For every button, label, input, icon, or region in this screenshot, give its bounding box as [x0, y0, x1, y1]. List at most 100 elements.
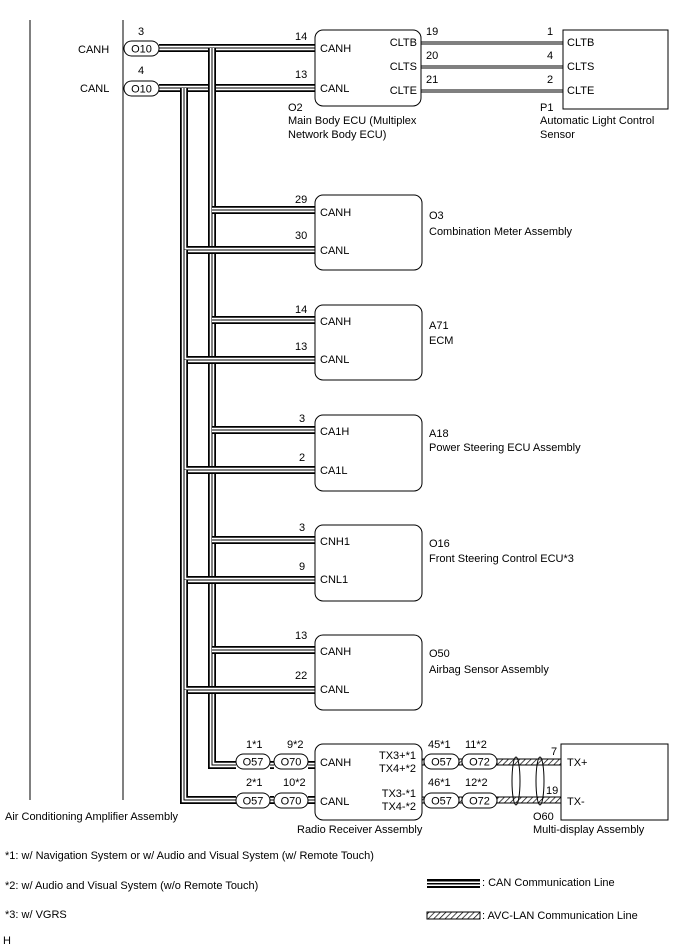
main-body-cltb: CLTB — [390, 37, 417, 49]
ecu-o50-code: O50 — [429, 648, 450, 660]
main-body-ecu: 14 13 CANH CANL CLTB CLTS CLTE O2 Main B… — [288, 29, 422, 141]
can-canl-a18 — [180, 360, 315, 474]
ecu-o3-l-pin: 30 — [295, 230, 307, 242]
ecu-a18-l-label: CA1L — [320, 465, 348, 477]
ecu-o16-l-pin: 9 — [299, 561, 305, 573]
twisted-pair-mark-1 — [511, 756, 521, 806]
can-canl-o16-inner — [181, 470, 315, 583]
light-control-sensor: CLTB CLTS CLTE P1 Automatic Light Contro… — [540, 29, 669, 141]
radio-left-conn-o57-top: O57 — [243, 757, 264, 769]
sensor-clts: CLTS — [567, 61, 594, 73]
amp-canh-pin: 3 — [138, 26, 144, 38]
legend-can-label: : CAN Communication Line — [482, 877, 615, 889]
multi-display-name: Multi-display Assembly — [533, 824, 645, 836]
ecu-o16-h-label: CNH1 — [320, 536, 350, 548]
ecu-a71-l-pin: 13 — [295, 341, 307, 353]
radio-right-conn-o72-top: O72 — [469, 757, 490, 769]
can-canl-o16-core — [183, 470, 315, 581]
ecu-o16: 3 9 CNH1 CNL1 O16 Front Steering Control… — [299, 522, 574, 602]
ecu-o50-l-pin: 22 — [295, 670, 307, 682]
amp-connector-o10-top: O10 — [123, 40, 160, 57]
can-canl-radio-core — [183, 690, 236, 801]
air-conditioning-amplifier — [29, 20, 124, 800]
radio-name: Radio Receiver Assembly — [297, 824, 423, 836]
multi-display-pin-top: 7 — [551, 746, 557, 758]
amplifier-name: Air Conditioning Amplifier Assembly — [5, 811, 179, 823]
main-body-canl-label: CANL — [320, 83, 349, 95]
main-body-code: O2 — [288, 102, 303, 114]
amp-canl-label: CANL — [80, 83, 109, 95]
ecu-a18-name: Power Steering ECU Assembly — [429, 442, 581, 454]
twisted-pair-mark-2 — [535, 756, 545, 806]
main-body-pin-21: 21 — [426, 74, 438, 86]
radio-left-conn-o70-bottom: O70 — [281, 796, 302, 808]
ecu-a18-l-pin: 2 — [299, 452, 305, 464]
can-canh-bus — [208, 48, 236, 769]
legend-avc-swatch — [426, 911, 481, 920]
ecu-o16-l-label: CNL1 — [320, 574, 348, 586]
radio-right-conn-o57-top: O57 — [431, 757, 452, 769]
ecu-o50-h-label: CANH — [320, 646, 351, 658]
legend-avc-label: : AVC-LAN Communication Line — [482, 910, 638, 922]
ecu-a71-code: A71 — [429, 320, 449, 332]
sensor-wires: 19 20 21 1 4 2 — [421, 26, 563, 93]
radio-right-pin-bot-2: 12*2 — [465, 777, 488, 789]
sensor-pin-4: 4 — [547, 50, 553, 62]
can-communication-lines — [159, 44, 315, 804]
sensor-pin-2: 2 — [547, 74, 553, 86]
avc-o72-display-bottom — [496, 796, 562, 804]
main-body-canh-label: CANH — [320, 43, 351, 55]
radio-right-pin-top-2: 11*2 — [465, 739, 487, 751]
radio-right-pin-bot-1: 46*1 — [428, 777, 451, 789]
ecu-a18-h-pin: 3 — [299, 413, 305, 425]
ecu-a18: 3 2 CA1H CA1L A18 Power Steering ECU Ass… — [299, 413, 581, 492]
can-canl-a18-core — [183, 360, 315, 471]
radio-left-connectors: 1*1 9*2 2*1 10*2 O57 O70 O57 O70 — [235, 739, 309, 809]
radio-receiver: CANH CANL TX3+*1 TX4+*2 TX3-*1 TX4-*2 Ra… — [297, 743, 423, 836]
main-body-name-line1: Main Body ECU (Multiplex — [288, 115, 417, 127]
multi-display-label-bottom: TX- — [567, 796, 585, 808]
radio-left-conn-o70-top: O70 — [281, 757, 302, 769]
radio-right-connectors: 45*1 11*2 46*1 12*2 O57 O72 O57 O72 — [423, 739, 498, 809]
ecu-a71-l-label: CANL — [320, 354, 349, 366]
sensor-clte: CLTE — [567, 85, 594, 97]
amp-connector-o10-bottom: O10 — [123, 80, 160, 97]
ecu-o16-name: Front Steering Control ECU*3 — [429, 553, 574, 565]
ecu-a71: 14 13 CANH CANL A71 ECM — [295, 304, 453, 381]
ecu-o50-name: Airbag Sensor Assembly — [429, 664, 549, 676]
main-body-clts: CLTS — [390, 61, 417, 73]
sensor-cltb: CLTB — [567, 37, 594, 49]
sensor-pin-1: 1 — [547, 26, 553, 38]
main-body-canh-pin: 14 — [295, 31, 307, 43]
ecu-o3-h-label: CANH — [320, 207, 351, 219]
ecu-o50-h-pin: 13 — [295, 630, 307, 642]
radio-right-pin-top-1: 45*1 — [428, 739, 451, 751]
radio-canl-label: CANL — [320, 796, 349, 808]
ecu-a71-name: ECM — [429, 335, 453, 347]
note-2: *2: w/ Audio and Visual System (w/o Remo… — [5, 880, 258, 892]
multi-display-pin-bottom: 19 — [546, 785, 558, 797]
radio-tx3-plus: TX3+*1 — [379, 750, 416, 762]
ecu-a18-code: A18 — [429, 428, 449, 440]
ecu-o50-l-label: CANL — [320, 684, 349, 696]
multi-display-code: O60 — [533, 811, 554, 823]
radio-tx4-minus: TX4-*2 — [382, 801, 416, 813]
can-canh-bus-core — [211, 48, 236, 766]
radio-left-pin-top-2: 9*2 — [287, 739, 304, 751]
radio-right-conn-o57-bottom: O57 — [431, 796, 452, 808]
ecu-o16-h-pin: 3 — [299, 522, 305, 534]
amp-connector-bottom-label: O10 — [131, 84, 152, 96]
can-canl-o16 — [180, 470, 315, 584]
sensor-code: P1 — [540, 102, 553, 114]
radio-canh-label: CANH — [320, 757, 351, 769]
ecu-o3-code: O3 — [429, 210, 444, 222]
ecu-a18-h-label: CA1H — [320, 426, 349, 438]
radio-right-conn-o72-bottom: O72 — [469, 796, 490, 808]
legend: : CAN Communication Line : AVC-LAN Commu… — [426, 877, 638, 922]
ecu-o3-l-label: CANL — [320, 245, 349, 257]
legend-can-swatch — [427, 879, 480, 888]
multi-display-label-top: TX+ — [567, 757, 587, 769]
amp-connector-top-label: O10 — [131, 44, 152, 56]
note-3: *3: w/ VGRS — [5, 909, 67, 921]
